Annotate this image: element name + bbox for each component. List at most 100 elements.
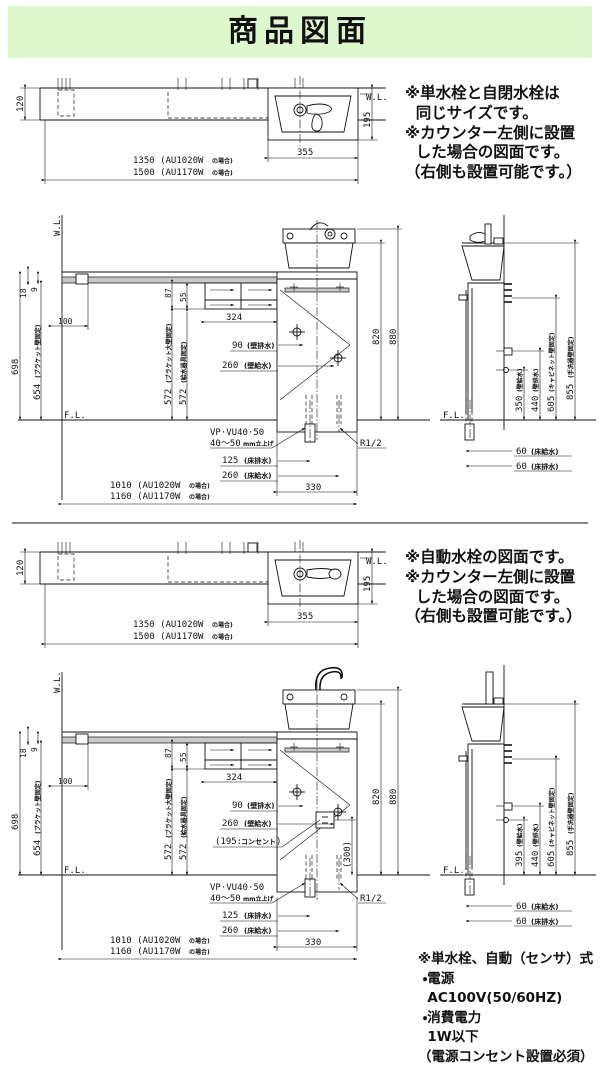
plan-overall-2-b: 1500 (AU1170W [133,632,204,642]
svg-text:(壁排水): (壁排水) [247,341,274,350]
elev-dim-18-1: 18 [19,288,28,298]
elev-pipe-spec-a-2: VP·VU40·50 [210,883,264,893]
elev-wall-drain-1: 90 [232,341,243,351]
side-floor-supply-2: 60 [516,902,527,912]
svg-text:の場合): の場合) [212,157,233,165]
side-dim-855-2: 855 [566,840,576,856]
svg-text:(壁給水): (壁給水) [244,819,271,828]
elev-pipe-spec-a-1: VP·VU40·50 [210,428,264,438]
plan-overall-1-b: 1500 (AU1170W [133,168,204,178]
svg-text:): ) [276,837,281,847]
svg-text:(壁排水): (壁排水) [247,801,274,810]
elev-wall-supply-1: 260 [222,361,238,371]
elev-dim-324-1: 324 [226,313,242,323]
svg-text:(床排水): (床排水) [244,456,271,465]
svg-text:(ブラケット壁固定): (ブラケット壁固定) [34,780,42,834]
elev-wl-label-1: W.L. [53,214,63,236]
side-view-2: F.L. 395 (壁給水) 440 (壁排水) 605 (キャビネット壁固定)… [440,665,596,927]
plan-basin-depth-195-1: 195 [363,112,373,128]
elev-wall-drain-2: 90 [232,801,243,811]
svg-text:の場合): の場合) [189,937,210,945]
svg-text:(壁排水): (壁排水) [532,823,540,847]
svg-text:(ブラケット大壁固定): (ブラケット大壁固定) [165,778,173,838]
elev-dim-572-bracket-2: 572 [164,844,174,860]
elev-overall-1-b: 1160 (AU1170W [110,492,181,502]
svg-text:(壁排水): (壁排水) [532,368,540,392]
svg-text:の場合): の場合) [212,621,233,629]
elev-dim-330-1: 330 [305,483,321,493]
side-dim-855-1: 855 [566,384,576,400]
svg-text:コンセント: コンセント [241,838,276,846]
elev-dim-880-2: 880 [389,789,399,805]
elev-dim-572-bracket-1: 572 [164,389,174,405]
plan-depth-120-2: 120 [16,560,26,576]
elev-wl-label-2: W.L. [53,671,63,693]
elev-overall-2-a: 1010 (AU1020W [110,936,181,946]
elev-dim-300-2: (300) [343,841,353,868]
elev-dim-55-1: 55 [179,292,188,302]
side-dim-605-1: 605 [547,396,557,412]
svg-text:(キャビネット壁固定): (キャビネット壁固定) [548,787,556,847]
power-spec-block: ※単水栓、自動（センサ）式 ・電源 AC100V(50/60HZ) ・消費電力 … [418,951,594,1065]
elev-overall-1-a: 1010 (AU1020W [110,481,181,491]
side-dim-350-1: 350 [515,396,525,412]
svg-text:mm立上げ: mm立上げ [243,895,275,903]
elev-floor-supply-2: 260 [222,926,238,936]
elev-floor-drain-2: 125 [222,911,238,921]
plan-overall-2-a: 1350 (AU1020W [133,620,204,630]
elev-dim-100-2: 100 [58,777,73,786]
elev-fl-label-2: F.L. [64,866,86,876]
side-floor-supply-1: 60 [516,447,527,457]
plan-view-2: W.L. 120 195 355 1350 (AU1020W の場合) 1500… [16,540,388,648]
elev-dim-572-supply-2: 572 [179,844,189,860]
svg-text:(床給水): (床給水) [531,447,558,456]
svg-text:mm立上げ: mm立上げ [243,440,275,448]
svg-text:(床排水): (床排水) [531,462,558,471]
elev-fl-label-1: F.L. [64,411,86,421]
side-dim-395-2: 395 [515,851,525,867]
front-elevation-2: W.L. F.L. 18 9 100 698 654 (ブラケット壁固定) 32… [11,666,430,961]
svg-text:(床排水): (床排水) [244,911,271,920]
elev-dim-9-2: 9 [30,747,39,752]
plan-basin-width-355-2: 355 [297,612,313,622]
elev-dim-100-1: 100 [58,317,73,326]
elev-outlet-2: (195: [215,837,242,847]
elev-dim-880-1: 880 [389,329,399,345]
side-fl-label-1: F.L. [443,411,465,421]
plan-basin-width-355-1: 355 [297,148,313,158]
side-fl-label-2: F.L. [443,866,465,876]
elev-dim-820-2: 820 [372,789,382,805]
plan-wl-label-1: W.L. [366,93,388,103]
elev-overall-2-b: 1160 (AU1170W [110,947,181,957]
elev-dim-698-2: 698 [11,814,21,830]
elev-dim-654-1: 654 [33,384,43,400]
svg-text:(手洗器壁固定): (手洗器壁固定) [567,792,575,834]
elev-dim-820-1: 820 [372,329,382,345]
note-block-2: ※自動水栓の図面です。 ※カウンター左側に設置 した場合の図面です。 （右側も設… [405,548,582,626]
svg-text:(壁給水): (壁給水) [516,823,524,847]
svg-text:の場合): の場合) [189,948,210,956]
side-floor-drain-2: 60 [516,917,527,927]
plan-depth-120-1: 120 [16,96,26,112]
svg-text:(ブラケット大壁固定): (ブラケット大壁固定) [165,323,173,383]
svg-text:(キャビネット壁固定): (キャビネット壁固定) [548,332,556,392]
elev-wall-supply-2: 260 [222,819,238,829]
elev-dim-698-1: 698 [11,359,21,375]
svg-text:(床排水): (床排水) [531,917,558,926]
elev-thread-label-2: R1/2 [360,894,382,904]
plan-view-1: W.L. 120 195 355 1350 (AU1020W の場合) 1500… [16,76,388,184]
side-dim-440-1: 440 [531,396,541,412]
svg-text:(ブラケット壁固定): (ブラケット壁固定) [34,324,42,378]
plan-basin-depth-195-2: 195 [363,576,373,592]
page-title: 商品図面 [228,14,372,49]
elev-floor-drain-1: 125 [222,456,238,466]
svg-text:(給水器具固定): (給水器具固定) [180,341,188,383]
elev-dim-87-1: 87 [164,288,173,298]
side-dim-605-2: 605 [547,851,557,867]
header-banner: 商品図面 [8,6,592,58]
svg-text:の場合): の場合) [212,633,233,641]
elev-dim-55-2: 55 [179,752,188,762]
side-floor-drain-1: 60 [516,462,527,472]
elev-dim-572-supply-1: 572 [179,389,189,405]
svg-text:の場合): の場合) [189,482,210,490]
